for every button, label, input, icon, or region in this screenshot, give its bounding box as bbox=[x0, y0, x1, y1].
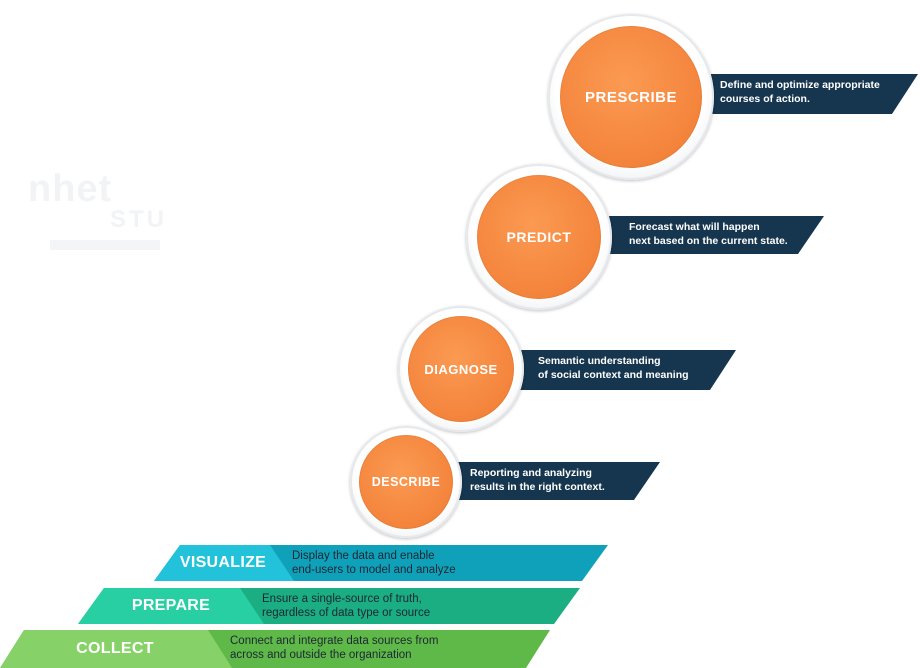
band-prepare-desc: Ensure a single-source of truth, regardl… bbox=[262, 592, 430, 620]
stage-prescribe-banner: Define and optimize appropriate courses … bbox=[698, 74, 918, 114]
background-watermark-subtitle: STU bbox=[110, 206, 167, 233]
band-visualize: VISUALIZE Display the data and enable en… bbox=[154, 545, 608, 581]
stage-diagnose: Semantic understanding of social context… bbox=[398, 306, 738, 432]
stage-prescribe-desc-line1: Define and optimize appropriate bbox=[720, 79, 880, 91]
band-collect: COLLECT Connect and integrate data sourc… bbox=[0, 630, 550, 668]
band-collect-desc-line1: Connect and integrate data sources from bbox=[230, 635, 439, 647]
band-collect-desc-line2: across and outside the organization bbox=[230, 649, 412, 661]
band-visualize-desc-line2: end-users to model and analyze bbox=[292, 564, 456, 576]
stage-describe-desc-line2: results in the right context. bbox=[470, 481, 605, 493]
stage-describe-banner: Reporting and analyzing results in the r… bbox=[452, 462, 660, 500]
stage-prescribe-label: PRESCRIBE bbox=[584, 88, 678, 106]
band-collect-light bbox=[0, 630, 232, 668]
band-visualize-desc-line1: Display the data and enable bbox=[292, 550, 435, 562]
band-visualize-desc: Display the data and enable end-users to… bbox=[292, 549, 456, 577]
stage-diagnose-banner: Semantic understanding of social context… bbox=[514, 350, 736, 390]
stage-predict-banner: Forecast what will happen next based on … bbox=[600, 216, 824, 254]
stage-prescribe-desc-line2: courses of action. bbox=[720, 93, 810, 105]
stage-predict-desc-line2: next based on the current state. bbox=[629, 235, 788, 247]
stage-diagnose-circle: DIAGNOSE bbox=[408, 316, 514, 422]
stage-prescribe: Define and optimize appropriate courses … bbox=[548, 14, 920, 180]
stage-predict-circle: PREDICT bbox=[477, 175, 601, 299]
band-visualize-label: VISUALIZE bbox=[179, 554, 267, 571]
stage-diagnose-desc-line1: Semantic understanding bbox=[538, 355, 661, 367]
stage-describe-desc-line1: Reporting and analyzing bbox=[470, 467, 592, 479]
band-prepare-label: PREPARE bbox=[131, 597, 211, 614]
stage-diagnose-label: DIAGNOSE bbox=[424, 361, 498, 377]
stage-describe: Reporting and analyzing results in the r… bbox=[350, 426, 662, 538]
background-watermark-title: nhet bbox=[28, 168, 113, 210]
band-prepare-light bbox=[78, 588, 264, 624]
band-prepare-desc-line1: Ensure a single-source of truth, bbox=[262, 593, 422, 605]
stage-diagnose-desc-line2: of social context and meaning bbox=[538, 369, 689, 381]
band-prepare-desc-line2: regardless of data type or source bbox=[262, 607, 431, 619]
stage-describe-label: DESCRIBE bbox=[371, 475, 441, 489]
stage-predict-label: PREDICT bbox=[506, 229, 572, 245]
stage-describe-circle: DESCRIBE bbox=[359, 435, 453, 529]
band-visualize-light bbox=[154, 545, 294, 581]
stage-predict: Forecast what will happen next based on … bbox=[466, 164, 826, 310]
band-collect-label: COLLECT bbox=[76, 640, 154, 657]
stage-predict-desc-line1: Forecast what will happen bbox=[629, 221, 760, 233]
band-collect-desc: Connect and integrate data sources from … bbox=[230, 634, 438, 662]
band-prepare: PREPARE Ensure a single-source of truth,… bbox=[78, 588, 580, 624]
stage-prescribe-circle: PRESCRIBE bbox=[560, 26, 702, 168]
background-watermark-line bbox=[50, 240, 160, 250]
